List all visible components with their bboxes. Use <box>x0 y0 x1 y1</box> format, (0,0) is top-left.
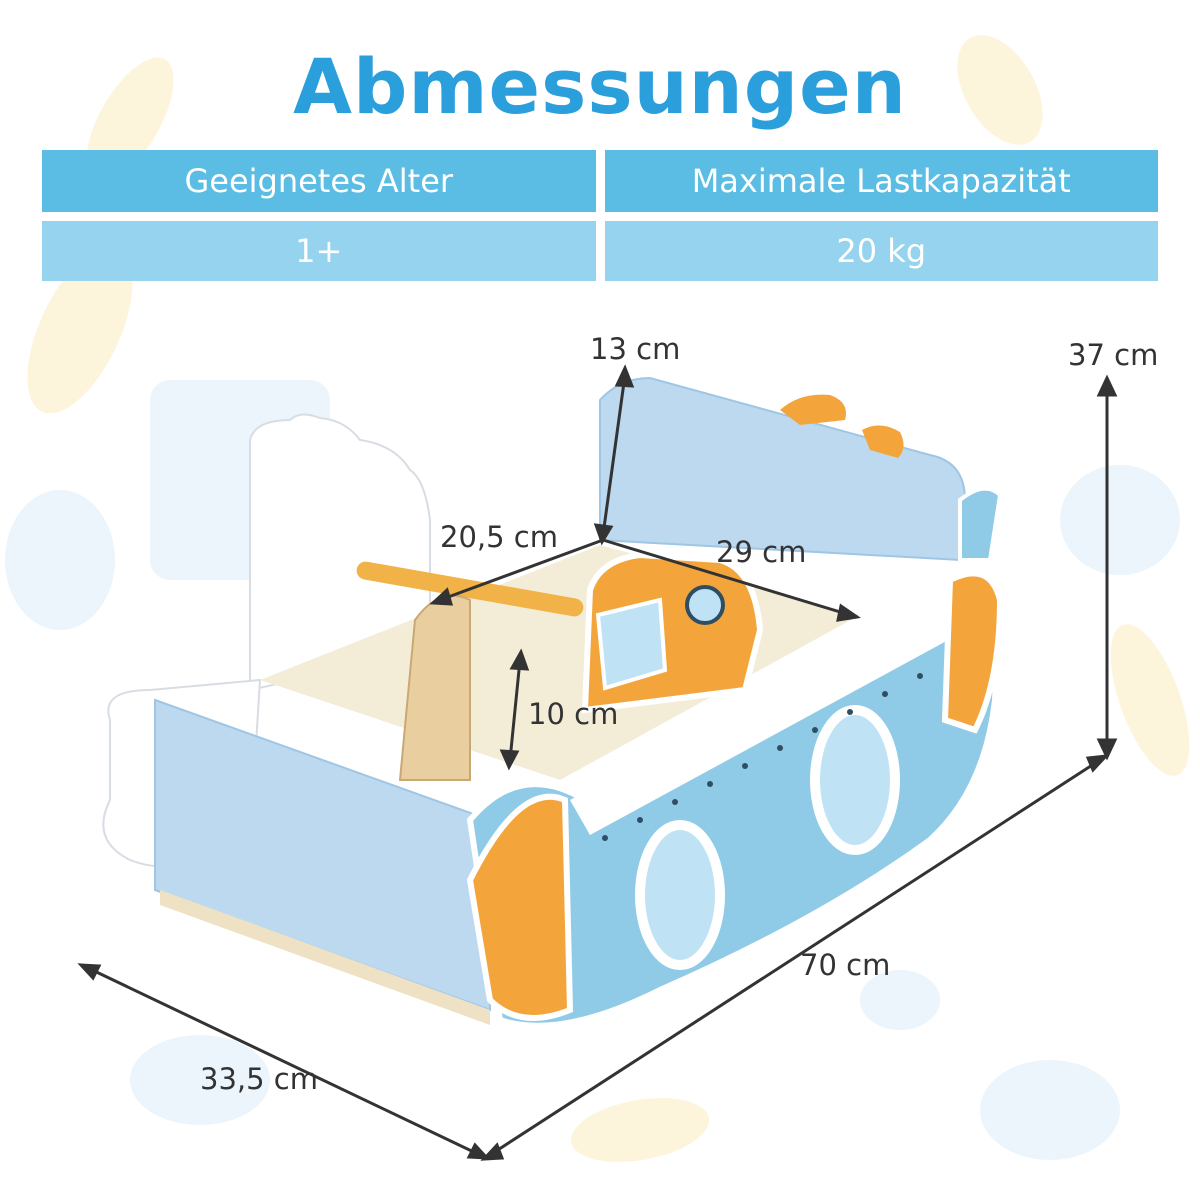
age-header: Geeignetes Alter <box>42 150 596 212</box>
porthole-back <box>810 705 900 855</box>
dim-arrow-length <box>489 758 1101 1157</box>
dim-label-inner-length: 29 cm <box>716 535 807 569</box>
product-illustration <box>77 364 1118 1161</box>
porthole-front <box>635 820 725 970</box>
age-value: 1+ <box>42 221 596 281</box>
dim-arrow-seat <box>508 659 522 761</box>
dim-label-width: 33,5 cm <box>200 1062 318 1096</box>
orange-fin-right <box>862 425 904 458</box>
spec-table: Geeignetes Alter Maximale Lastkapazität … <box>42 150 1158 281</box>
dim-arrow-top <box>601 374 627 536</box>
dim-label-top: 13 cm <box>590 332 681 366</box>
cabin-window <box>595 597 668 691</box>
dim-label-depth: 20,5 cm <box>440 520 558 554</box>
page-title: Abmessungen <box>293 42 907 131</box>
dim-arrow-depth <box>439 538 604 602</box>
stern-panel <box>466 793 574 1021</box>
back-panel-blue <box>599 376 967 562</box>
bow-panel <box>941 570 1004 734</box>
dim-arrow-width <box>87 966 481 1157</box>
cabin-porthole <box>685 585 725 625</box>
orange-fin-top <box>780 394 846 425</box>
capacity-header: Maximale Lastkapazität <box>604 150 1158 212</box>
hull-rim <box>570 590 985 835</box>
hull-rivets <box>602 673 923 841</box>
dim-arrow-inner-length <box>602 538 851 617</box>
spec-value-row: 1+ 20 kg <box>42 221 1158 281</box>
dim-label-height: 37 cm <box>1068 338 1159 372</box>
dim-label-seat: 10 cm <box>528 697 619 731</box>
side-panel-base <box>160 890 490 1025</box>
spec-header-row: Geeignetes Alter Maximale Lastkapazität <box>42 150 1158 212</box>
dim-label-length: 70 cm <box>800 948 891 982</box>
back-panel-left <box>249 413 431 692</box>
bow-tail <box>958 486 1003 562</box>
capacity-value: 20 kg <box>604 221 1158 281</box>
